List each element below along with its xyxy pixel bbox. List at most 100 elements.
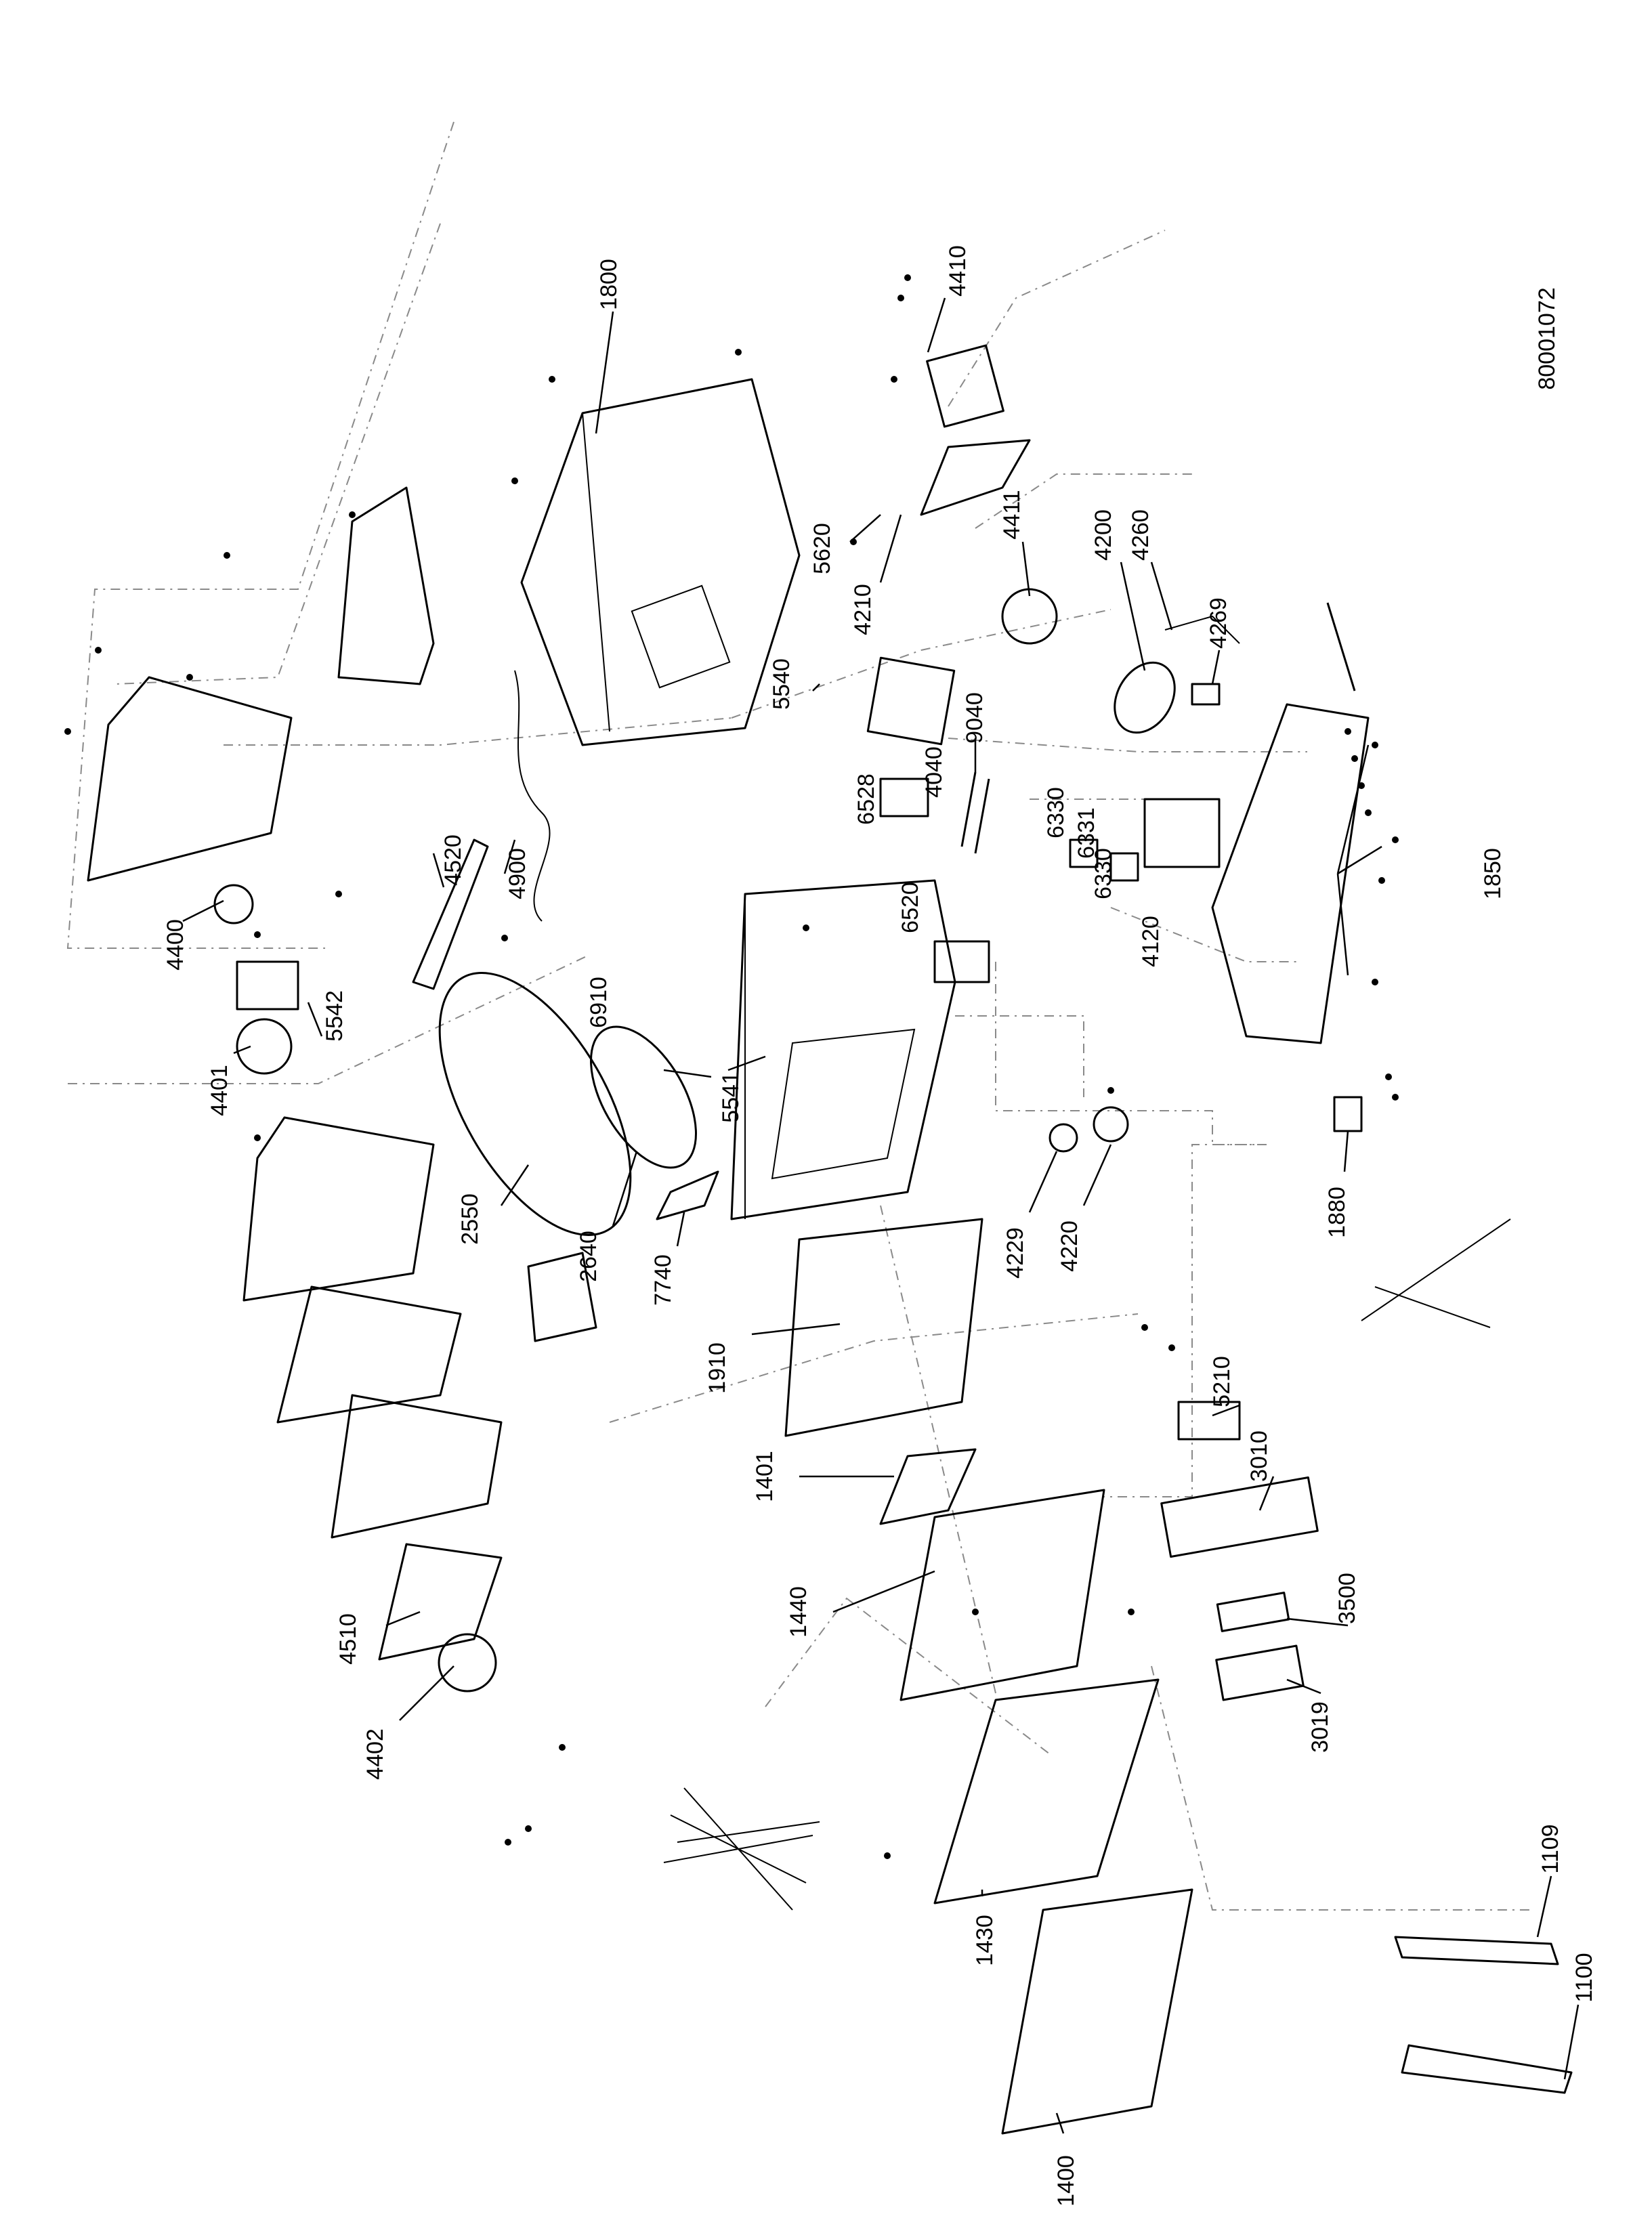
door-film [879, 1448, 977, 1525]
control-board [1177, 1401, 1241, 1441]
thermal-cutout [1049, 1123, 1078, 1153]
fan-housing [920, 439, 1031, 516]
callout-3500: 3500 [1334, 1573, 1360, 1624]
foot-bracket [1333, 1096, 1363, 1132]
callout-1100: 1100 [1571, 1953, 1597, 2002]
callout-6330-a: 6330 [1043, 787, 1069, 838]
turntable-motor [933, 940, 990, 983]
top-plate [337, 486, 435, 685]
callout-4410: 4410 [945, 245, 971, 297]
callout-1400: 1400 [1053, 2155, 1079, 2207]
callout-6520: 6520 [897, 882, 923, 933]
callout-6330-b: 6330 [1090, 848, 1116, 899]
door-glass [1001, 1888, 1193, 2135]
support-rod [1326, 602, 1356, 691]
callout-4260: 4260 [1128, 509, 1153, 561]
callout-5541: 5541 [718, 1071, 744, 1123]
door-frame [933, 1678, 1160, 1904]
callout-1910: 1910 [704, 1342, 730, 1394]
accessory-plate [527, 1252, 597, 1342]
callout-4900: 4900 [505, 848, 530, 899]
callout-6528: 6528 [853, 773, 879, 825]
callout-1800: 1800 [596, 259, 622, 310]
roller-ring [590, 1025, 697, 1169]
window-label [1216, 1592, 1290, 1632]
fan-motor [926, 344, 1004, 428]
callout-4229: 4229 [1002, 1227, 1028, 1279]
strip-a [960, 771, 977, 847]
callout-5210: 5210 [1209, 1356, 1235, 1407]
waveguide-cover [656, 1170, 719, 1220]
callout-4411: 4411 [999, 490, 1025, 539]
control-panel [1160, 1476, 1319, 1558]
callout-1430: 1430 [972, 1915, 998, 1966]
heat-shield-plate [276, 1285, 462, 1424]
convection-heater [378, 1543, 503, 1661]
oven-cavity [730, 879, 956, 1220]
callout-4120: 4120 [1138, 916, 1164, 967]
callout-6331: 6331 [1074, 807, 1099, 859]
callout-4400: 4400 [163, 919, 188, 971]
callout-2550: 2550 [457, 1193, 483, 1245]
callout-7740: 7740 [650, 1254, 676, 1306]
thermostat [1093, 1106, 1129, 1143]
callout-2640: 2640 [576, 1231, 601, 1282]
wire-bundle-left [663, 1787, 820, 1911]
wire-bundle-right [1361, 1218, 1511, 1328]
strip-b [974, 778, 990, 854]
callout-4402: 4402 [362, 1728, 388, 1780]
callout-5620: 5620 [809, 523, 835, 574]
mica-plate [879, 778, 929, 817]
callout-1850: 1850 [1480, 848, 1506, 899]
microswitch-a [1069, 838, 1099, 868]
turntable-glass [438, 972, 632, 1236]
capacitor [1114, 661, 1176, 734]
grill-heater [412, 838, 489, 990]
capacitor-bracket [1164, 615, 1240, 644]
back-heater-cover [331, 1394, 503, 1539]
document-number: 80001072 [1534, 287, 1560, 389]
screws [64, 274, 1399, 1859]
handle-cover [1394, 1936, 1559, 1965]
callout-labels: 1800 4410 5620 4210 4411 4200 4260 4269 … [163, 245, 1597, 2207]
door-handle [1401, 2044, 1573, 2094]
callout-4040: 4040 [921, 746, 947, 798]
base-plate [1211, 703, 1370, 1044]
callout-6910: 6910 [586, 977, 612, 1028]
transformer-box [1143, 798, 1221, 868]
motor-bracket [236, 960, 299, 1010]
diode [1191, 683, 1221, 706]
rear-cavity-panel [242, 1116, 435, 1302]
callout-4220: 4220 [1057, 1220, 1082, 1272]
callout-5542: 5542 [322, 990, 347, 1042]
rear-housing [87, 676, 293, 882]
display-window [1215, 1644, 1305, 1701]
callout-5540: 5540 [769, 658, 795, 710]
callout-4200: 4200 [1090, 509, 1116, 561]
assembly-guide-lines [66, 121, 1531, 1911]
callout-4269: 4269 [1206, 597, 1231, 649]
callout-1440: 1440 [786, 1586, 811, 1638]
callout-9040: 9040 [962, 692, 988, 744]
callout-4510: 4510 [335, 1613, 361, 1665]
fan-blade [1001, 588, 1058, 645]
callout-3010: 3010 [1246, 1430, 1272, 1482]
microswitch-b [1109, 852, 1139, 882]
magnetron [866, 656, 956, 746]
door-choke [784, 1218, 983, 1437]
callout-1401: 1401 [752, 1451, 778, 1502]
callout-3019: 3019 [1307, 1701, 1333, 1753]
convection-fan [236, 1018, 293, 1075]
callout-4520: 4520 [440, 834, 466, 886]
callout-1880: 1880 [1324, 1187, 1350, 1238]
callout-4210: 4210 [850, 584, 876, 635]
leader-lines [182, 297, 1580, 2134]
heater-fan [438, 1633, 497, 1693]
parts [87, 344, 1573, 2135]
convection-motor [213, 884, 254, 924]
inner-door [899, 1489, 1105, 1701]
outer-cabinet [520, 378, 801, 746]
callout-1109: 1109 [1538, 1824, 1563, 1873]
wire-harness [514, 670, 551, 922]
